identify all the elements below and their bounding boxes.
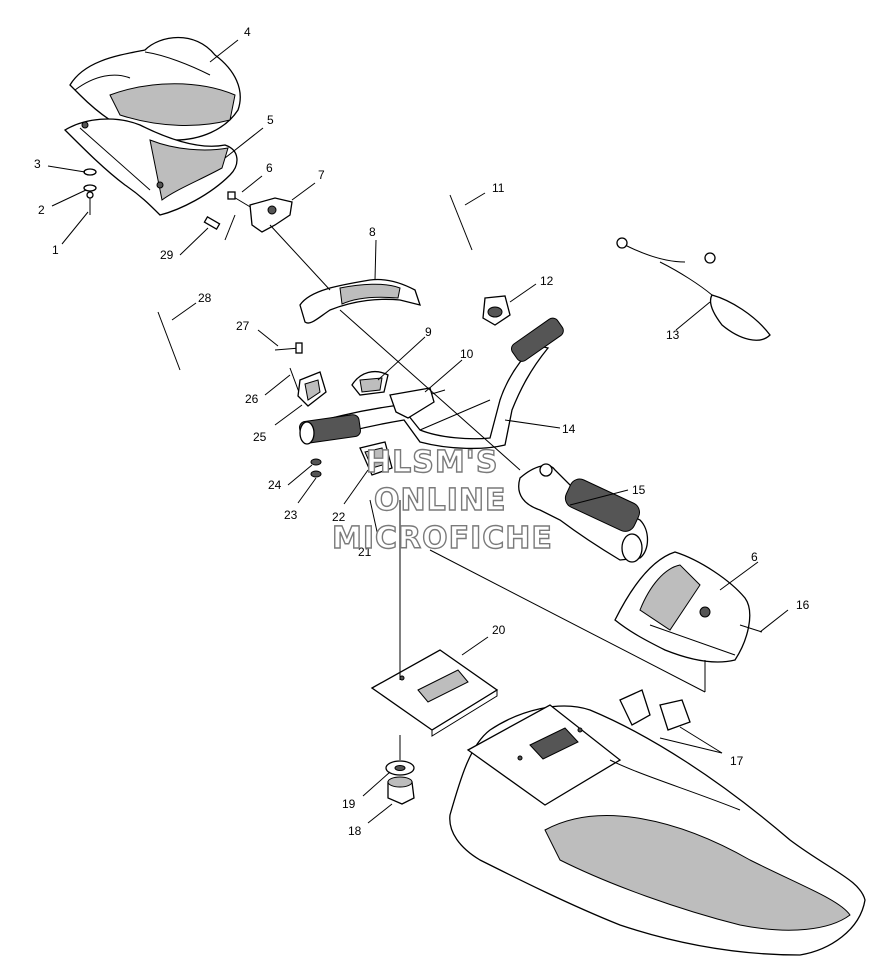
- callout-4: 4: [244, 25, 251, 39]
- part-19-washer: [385, 760, 415, 776]
- leader-lines: [47, 39, 789, 824]
- part-2-washer: [83, 184, 97, 192]
- part-29-pin: [203, 216, 221, 230]
- part-6-bolt: [227, 191, 253, 209]
- part-13-lanyard: [616, 237, 771, 341]
- callout-15: 15: [632, 483, 646, 497]
- part-23-nut: [310, 470, 322, 478]
- watermark: HLSM'S ONLINE MICROFICHE: [331, 444, 553, 556]
- callout-6-upper: 6: [266, 161, 273, 175]
- callout-labels: 4 5 3 2 1 6 7 11 29 8 12 28 13 27 9 10 2…: [34, 25, 810, 838]
- callout-9: 9: [425, 325, 432, 339]
- part-15-throttle-grip: [518, 463, 649, 563]
- callout-24: 24: [268, 478, 282, 492]
- callout-18: 18: [348, 824, 362, 838]
- callout-7: 7: [318, 168, 325, 182]
- callout-3: 3: [34, 157, 41, 171]
- watermark-line-1: HLSM'S: [366, 445, 498, 480]
- callout-17: 17: [730, 754, 744, 768]
- callout-20: 20: [492, 623, 506, 637]
- callout-26: 26: [245, 392, 259, 406]
- part-5-lower-cover: [63, 118, 238, 216]
- callout-28: 28: [198, 291, 212, 305]
- callout-27: 27: [236, 319, 250, 333]
- part-18-nut: [387, 776, 415, 805]
- part-17-clips: [619, 689, 691, 731]
- callout-29: 29: [160, 248, 174, 262]
- part-14-handlebar: [298, 317, 564, 450]
- part-24-washer: [310, 458, 322, 466]
- callout-13: 13: [666, 328, 680, 342]
- part-22-switch: [359, 441, 393, 476]
- steering-pole-body: [449, 704, 866, 956]
- callout-2: 2: [38, 203, 45, 217]
- part-16-bolt: [739, 624, 763, 633]
- callout-23: 23: [284, 508, 298, 522]
- part-4-handlebar-pad: [69, 36, 241, 141]
- callout-8: 8: [369, 225, 376, 239]
- callout-12: 12: [540, 274, 554, 288]
- part-12-grommet: [482, 295, 511, 326]
- part-9-cover: [351, 371, 389, 396]
- callout-21: 21: [358, 545, 372, 559]
- part-6-throttle-housing: [614, 551, 751, 663]
- callout-22: 22: [332, 510, 346, 524]
- callout-5: 5: [267, 113, 274, 127]
- callout-16: 16: [796, 598, 810, 612]
- part-3-washer: [83, 168, 97, 176]
- part-20-plate: [370, 649, 499, 737]
- part-28-rod: [157, 311, 181, 371]
- part-10-bracket: [389, 387, 435, 419]
- callout-6-lower: 6: [751, 550, 758, 564]
- callout-25: 25: [253, 430, 267, 444]
- callout-1: 1: [52, 243, 59, 257]
- part-25-housing: [297, 371, 327, 407]
- part-7-clamp: [249, 197, 293, 233]
- part-1-screw: [86, 191, 94, 215]
- part-8-bracket: [299, 278, 421, 324]
- watermark-line-3: MICROFICHE: [332, 521, 553, 556]
- callout-14: 14: [562, 422, 576, 436]
- part-27-pin: [274, 342, 303, 354]
- callout-19: 19: [342, 797, 356, 811]
- watermark-line-2: ONLINE: [374, 483, 507, 518]
- part-11-rod: [449, 194, 473, 251]
- callout-10: 10: [460, 347, 474, 361]
- callout-11: 11: [492, 181, 505, 195]
